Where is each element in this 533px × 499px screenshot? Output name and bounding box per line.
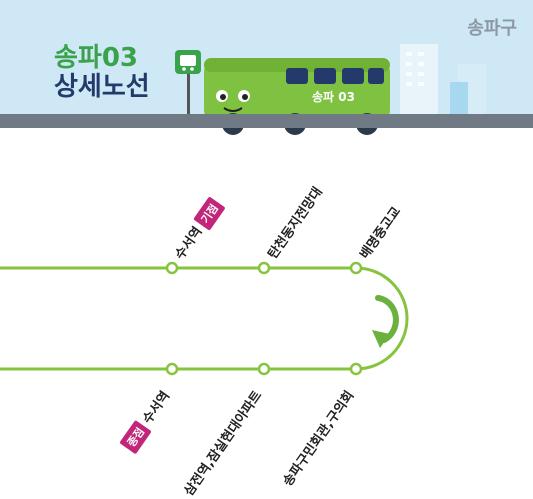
- stop-marker: [257, 261, 271, 275]
- stop-marker: [165, 261, 179, 275]
- district-label: 송파구: [467, 18, 517, 39]
- route-subtitle: 상세노선: [54, 72, 150, 102]
- stop-marker: [349, 261, 363, 275]
- stop-marker: [165, 362, 179, 376]
- stop-marker: [349, 362, 363, 376]
- route-title: 송파03 상세노선: [54, 44, 150, 102]
- bus-stop-sign-icon: [175, 50, 201, 118]
- building-icon: [400, 44, 486, 114]
- bus-route-label: 송파 03: [312, 90, 355, 104]
- road: [0, 114, 533, 128]
- stop-marker: [257, 362, 271, 376]
- route-line: [0, 266, 409, 371]
- u-turn-arrow-icon: [372, 295, 399, 348]
- route-number: 송파03: [54, 43, 139, 73]
